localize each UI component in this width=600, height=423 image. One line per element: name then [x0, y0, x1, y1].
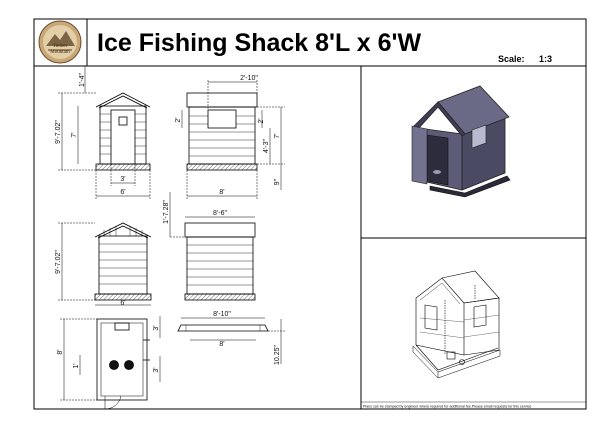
floor-plan [96, 318, 150, 410]
back-elevation [94, 222, 152, 301]
dim-back-total-height: 9'-7.02" [55, 250, 62, 274]
dim-skid-length: 8'-10" [213, 311, 231, 318]
dim-plan-hole-size: 1' [73, 363, 80, 368]
dim-back-width: 6' [120, 300, 125, 307]
dim-side-window-right: 2' [258, 118, 265, 123]
dim-front-width: 6' [120, 189, 125, 196]
dim-plan-length: 8' [57, 349, 64, 354]
front-dimensions [58, 66, 151, 199]
dim-side-window: 2' [175, 117, 182, 122]
dim-plan-door-offset-lower: 3' [153, 367, 160, 372]
footer-note: Plans can be stamped by engineer where r… [363, 405, 531, 409]
scale-label: Scale: [498, 54, 525, 64]
dim-side-base: 9" [274, 178, 281, 185]
back-dimensions [58, 222, 151, 306]
dim-side-length: 8' [219, 189, 224, 196]
front-elevation [95, 92, 151, 171]
dim-skid-inner: 8' [219, 341, 224, 348]
side-elevation [186, 92, 258, 171]
dim-back-roof-rise: 1'-7.28" [163, 200, 170, 224]
dim-front-total-height: 9'-7.02" [55, 120, 62, 144]
shack-3d-wireframe [412, 270, 501, 379]
side2-elevation [184, 222, 256, 301]
shack-3d-render [411, 85, 511, 198]
dim-side2-overall: 8'-6" [213, 210, 227, 217]
dim-plan-door-offset: 3' [153, 325, 160, 330]
side2-dimensions [169, 192, 255, 238]
dim-side-top-width: 2'-10" [240, 75, 258, 82]
dim-front-wall-height: 7' [71, 132, 78, 137]
side-dimensions [181, 80, 285, 199]
dim-front-door-width: 3' [120, 176, 125, 183]
logo-text-line2: Mountain [50, 50, 70, 55]
dim-side-wall-height: 7' [274, 133, 281, 138]
company-logo: Timber Mountain [38, 20, 82, 64]
dim-front-overhang: 1'-4" [79, 73, 86, 87]
logo-text-line1: Timber [53, 44, 68, 49]
sheet-border [33, 18, 587, 410]
dim-side-lower: 4'-3" [263, 139, 270, 153]
drawing-title: Ice Fishing Shack 8'L x 6'W [97, 29, 421, 57]
plan-dimensions [60, 316, 161, 401]
scale-value: 1:3 [539, 54, 552, 64]
dim-skid-height: 10.25" [274, 344, 281, 365]
skid-dimensions [181, 317, 285, 364]
